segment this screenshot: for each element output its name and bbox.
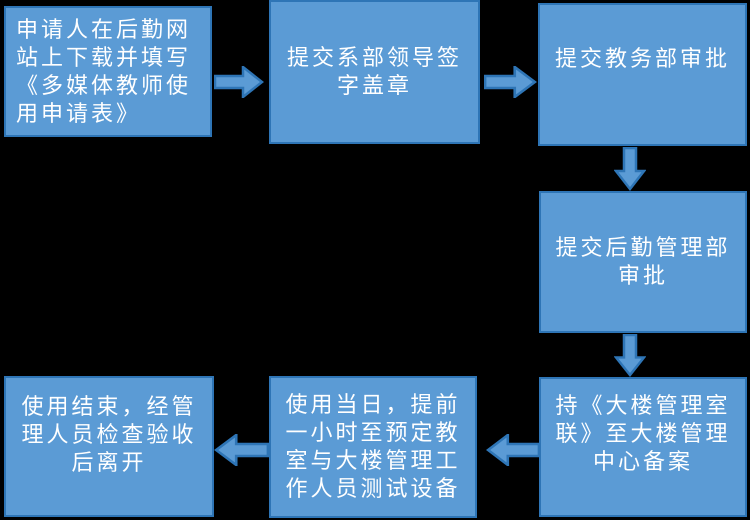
flow-step-department-signature: 提交系部领导签 字盖章 [269,0,480,144]
flow-arrow-left-icon [486,434,540,466]
flow-step-building-center-record: 持《大楼管理室 联》至大楼管理 中心备案 [539,377,747,517]
flow-step-label: 提交教务部审批 [554,46,730,71]
flow-step-logistics-approval: 提交后勤管理部 审批 [539,191,747,333]
flow-step-label: 提交系部领导签 字盖章 [286,45,462,98]
flow-arrow-right-icon [484,66,537,98]
flow-step-equipment-test: 使用当日，提前 一小时至预定教 室与大楼管理工 作人员测试设备 [269,376,477,518]
flow-step-label: 申请人在后勤网 站上下载并填写 《多媒体教师使 用申请表》 [16,16,192,126]
flow-arrow-left-icon [214,434,269,466]
flow-step-label: 持《大楼管理室 联》至大楼管理 中心备案 [555,393,731,474]
flow-step-label: 提交后勤管理部 审批 [555,235,731,288]
flow-step-academic-affairs-approval: 提交教务部审批 [538,3,747,146]
flow-arrow-down-icon [614,147,646,191]
flow-step-download-form: 申请人在后勤网 站上下载并填写 《多媒体教师使 用申请表》 [4,6,212,137]
flow-step-checkout-leave: 使用结束，经管 理人员检查验收 后离开 [4,376,214,517]
flow-arrow-down-icon [614,334,646,377]
flow-step-label: 使用当日，提前 一小时至预定教 室与大楼管理工 作人员测试设备 [285,392,461,501]
flow-arrow-right-icon [214,66,264,98]
flow-step-label: 使用结束，经管 理人员检查验收 后离开 [21,393,197,475]
